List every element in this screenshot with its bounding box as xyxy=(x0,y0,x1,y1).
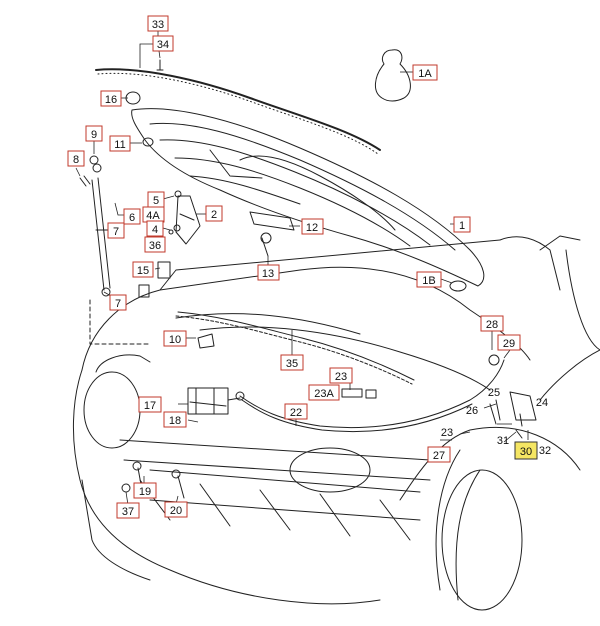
callout-5: 5 xyxy=(147,191,165,208)
svg-text:20: 20 xyxy=(170,505,182,517)
svg-text:1B: 1B xyxy=(422,275,435,287)
callout-2: 2 xyxy=(205,205,223,222)
svg-text:12: 12 xyxy=(306,222,318,234)
svg-text:18: 18 xyxy=(169,415,181,427)
svg-text:16: 16 xyxy=(105,94,117,106)
svg-text:17: 17 xyxy=(144,400,156,412)
callout-7-lower: 7 xyxy=(109,294,127,311)
hood-seal xyxy=(95,68,381,151)
callout-15: 15 xyxy=(132,261,154,278)
svg-text:1: 1 xyxy=(459,220,465,232)
svg-text:31: 31 xyxy=(497,435,509,447)
callout-1a: 1A xyxy=(412,64,438,81)
callout-19: 19 xyxy=(133,482,157,499)
label-26: 26 xyxy=(466,405,478,417)
callout-9: 9 xyxy=(85,125,103,142)
callout-23-upper: 23 xyxy=(329,367,353,384)
callout-12: 12 xyxy=(301,218,324,235)
callout-11: 11 xyxy=(109,135,131,152)
svg-text:32: 32 xyxy=(539,445,551,457)
callout-1b: 1B xyxy=(416,271,442,288)
bonnet-outline xyxy=(131,108,485,287)
callout-20: 20 xyxy=(164,501,188,518)
release-cable xyxy=(239,359,505,429)
svg-text:19: 19 xyxy=(139,486,151,498)
callout-33: 33 xyxy=(147,15,169,32)
svg-text:7: 7 xyxy=(113,226,119,238)
svg-text:30: 30 xyxy=(520,446,532,458)
callout-13: 13 xyxy=(257,264,280,281)
callout-1: 1 xyxy=(453,216,471,233)
strut xyxy=(91,179,105,291)
svg-text:23: 23 xyxy=(335,371,347,383)
svg-text:8: 8 xyxy=(73,154,79,166)
svg-text:2: 2 xyxy=(211,209,217,221)
drawing-lines xyxy=(72,49,600,611)
callout-4a: 4A xyxy=(142,206,165,223)
svg-text:25: 25 xyxy=(488,387,500,399)
car-body xyxy=(81,266,531,371)
label-32: 32 xyxy=(539,445,551,457)
callout-34: 34 xyxy=(152,35,174,52)
callout-18: 18 xyxy=(163,411,187,428)
grease-bag xyxy=(375,49,411,102)
svg-text:29: 29 xyxy=(503,338,515,350)
callouts: 33 34 16 9 11 8 5 6 4A 4 2 7 36 15 7 12 … xyxy=(67,15,551,519)
callout-29: 29 xyxy=(497,334,521,351)
callout-23a: 23A xyxy=(308,384,340,401)
svg-text:34: 34 xyxy=(157,39,169,51)
svg-text:35: 35 xyxy=(286,358,298,370)
svg-text:24: 24 xyxy=(536,397,548,409)
label-24: 24 xyxy=(536,397,548,409)
svg-text:33: 33 xyxy=(152,19,164,31)
label-23-lower: 23 xyxy=(441,427,453,439)
hinge xyxy=(175,195,201,245)
callout-35: 35 xyxy=(280,354,304,371)
svg-text:13: 13 xyxy=(262,268,274,280)
callout-22: 22 xyxy=(284,403,308,420)
callout-27: 27 xyxy=(427,446,451,463)
callout-10: 10 xyxy=(163,330,187,347)
svg-text:36: 36 xyxy=(149,240,161,252)
svg-text:9: 9 xyxy=(91,129,97,141)
svg-text:7: 7 xyxy=(115,298,121,310)
callout-4: 4 xyxy=(146,220,164,237)
svg-text:23: 23 xyxy=(441,427,453,439)
callout-28: 28 xyxy=(480,315,504,332)
callout-36: 36 xyxy=(144,236,166,253)
svg-text:4A: 4A xyxy=(146,210,160,222)
svg-text:11: 11 xyxy=(114,139,125,151)
callout-30-highlighted: 30 xyxy=(514,441,538,460)
label-31: 31 xyxy=(497,435,509,447)
svg-text:4: 4 xyxy=(152,224,158,236)
svg-text:5: 5 xyxy=(153,195,159,207)
callout-7-upper: 7 xyxy=(107,222,125,239)
svg-text:6: 6 xyxy=(129,212,135,224)
svg-text:27: 27 xyxy=(433,450,445,462)
svg-text:26: 26 xyxy=(466,405,478,417)
callout-6: 6 xyxy=(123,208,141,225)
callout-8: 8 xyxy=(67,150,85,167)
callout-37: 37 xyxy=(116,502,140,519)
callout-17: 17 xyxy=(138,396,162,413)
svg-text:37: 37 xyxy=(122,506,134,518)
svg-text:22: 22 xyxy=(290,407,302,419)
label-25: 25 xyxy=(488,387,500,399)
svg-text:28: 28 xyxy=(486,319,498,331)
svg-text:23A: 23A xyxy=(314,388,334,400)
svg-text:10: 10 xyxy=(169,334,181,346)
svg-text:1A: 1A xyxy=(418,68,432,80)
svg-text:15: 15 xyxy=(137,265,149,277)
callout-16: 16 xyxy=(100,90,122,107)
